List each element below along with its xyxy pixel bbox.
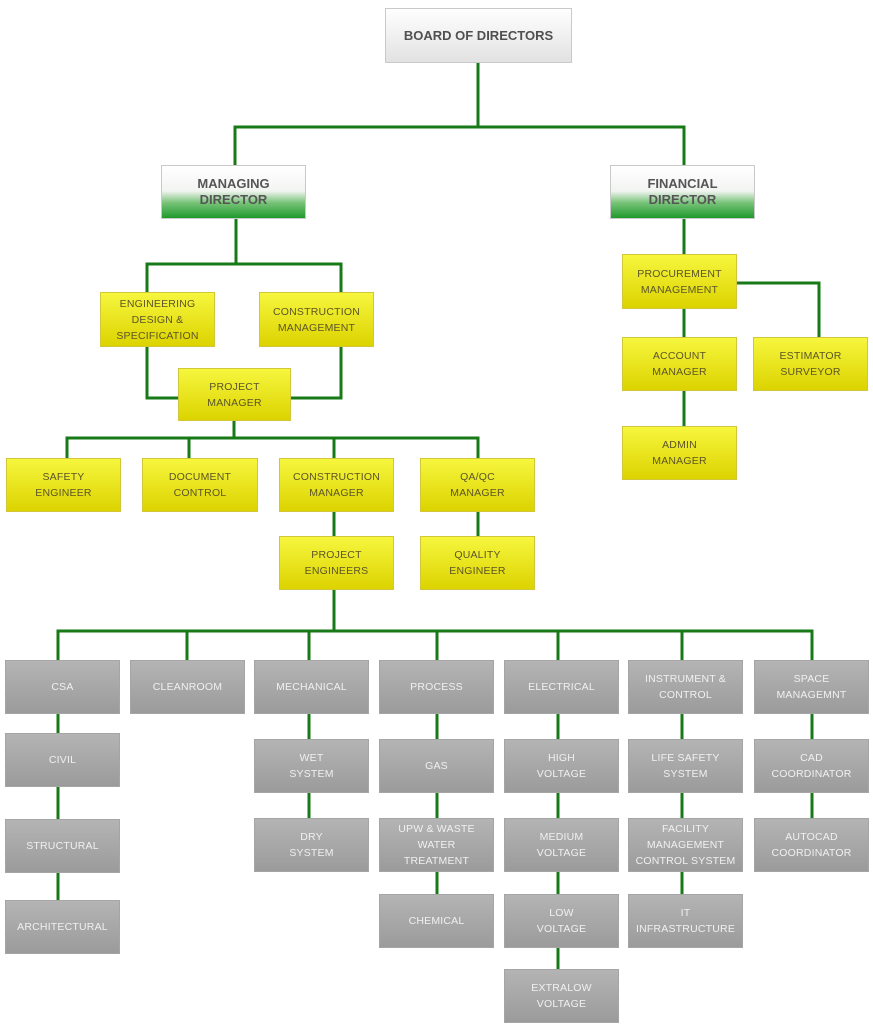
node-cad-coordinator: CAD COORDINATOR <box>754 739 869 793</box>
node-medium-voltage: MEDIUM VOLTAGE <box>504 818 619 872</box>
node-dry-system: DRY SYSTEM <box>254 818 369 872</box>
node-electrical: ELECTRICAL <box>504 660 619 714</box>
node-upw-waste-water: UPW & WASTE WATER TREATMENT <box>379 818 494 872</box>
node-admin-manager: ADMIN MANAGER <box>622 426 737 480</box>
node-board-of-directors: BOARD OF DIRECTORS <box>385 8 572 63</box>
node-construction-manager: CONSTRUCTION MANAGER <box>279 458 394 512</box>
node-construction-management: CONSTRUCTION MANAGEMENT <box>259 292 374 347</box>
connector-cm-pm <box>289 345 343 400</box>
node-life-safety-system: LIFE SAFETY SYSTEM <box>628 739 743 793</box>
node-account-manager: ACCOUNT MANAGER <box>622 337 737 391</box>
node-space-management: SPACE MANAGEMNT <box>754 660 869 714</box>
node-instrument-control: INSTRUMENT & CONTROL <box>628 660 743 714</box>
node-gas: GAS <box>379 739 494 793</box>
node-managing-director: MANAGING DIRECTOR <box>161 165 306 219</box>
connector-disciplines <box>56 629 814 662</box>
node-document-control: DOCUMENT CONTROL <box>142 458 258 512</box>
connector-board-directors <box>233 125 686 167</box>
node-autocad-coordinator: AUTOCAD COORDINATOR <box>754 818 869 872</box>
connector-pm-left <box>65 436 480 460</box>
node-project-manager: PROJECT MANAGER <box>178 368 291 421</box>
node-estimator-surveyor: ESTIMATOR SURVEYOR <box>753 337 868 391</box>
node-low-voltage: LOW VOLTAGE <box>504 894 619 948</box>
node-financial-director: FINANCIAL DIRECTOR <box>610 165 755 219</box>
node-cleanroom: CLEANROOM <box>130 660 245 714</box>
node-quality-engineer: QUALITY ENGINEER <box>420 536 535 590</box>
node-chemical: CHEMICAL <box>379 894 494 948</box>
node-procurement-management: PROCUREMENT MANAGEMENT <box>622 254 737 309</box>
node-wet-system: WET SYSTEM <box>254 739 369 793</box>
connector-group <box>56 61 821 971</box>
node-it-infrastructure: IT INFRASTRUCTURE <box>628 894 743 948</box>
node-civil: CIVIL <box>5 733 120 787</box>
node-extralow-voltage: EXTRALOW VOLTAGE <box>504 969 619 1023</box>
connector-md-children <box>145 262 343 294</box>
node-csa: CSA <box>5 660 120 714</box>
node-high-voltage: HIGH VOLTAGE <box>504 739 619 793</box>
connector-proc-estimator <box>735 281 821 339</box>
connector-eng-pm <box>145 345 180 400</box>
node-project-engineers: PROJECT ENGINEERS <box>279 536 394 590</box>
node-facility-management: FACILITY MANAGEMENT CONTROL SYSTEM <box>628 818 743 872</box>
node-qaqc-manager: QA/QC MANAGER <box>420 458 535 512</box>
node-architectural: ARCHITECTURAL <box>5 900 120 954</box>
node-mechanical: MECHANICAL <box>254 660 369 714</box>
node-structural: STRUCTURAL <box>5 819 120 873</box>
node-safety-engineer: SAFETY ENGINEER <box>6 458 121 512</box>
node-process: PROCESS <box>379 660 494 714</box>
node-engineering-design: ENGINEERING DESIGN & SPECIFICATION <box>100 292 215 347</box>
